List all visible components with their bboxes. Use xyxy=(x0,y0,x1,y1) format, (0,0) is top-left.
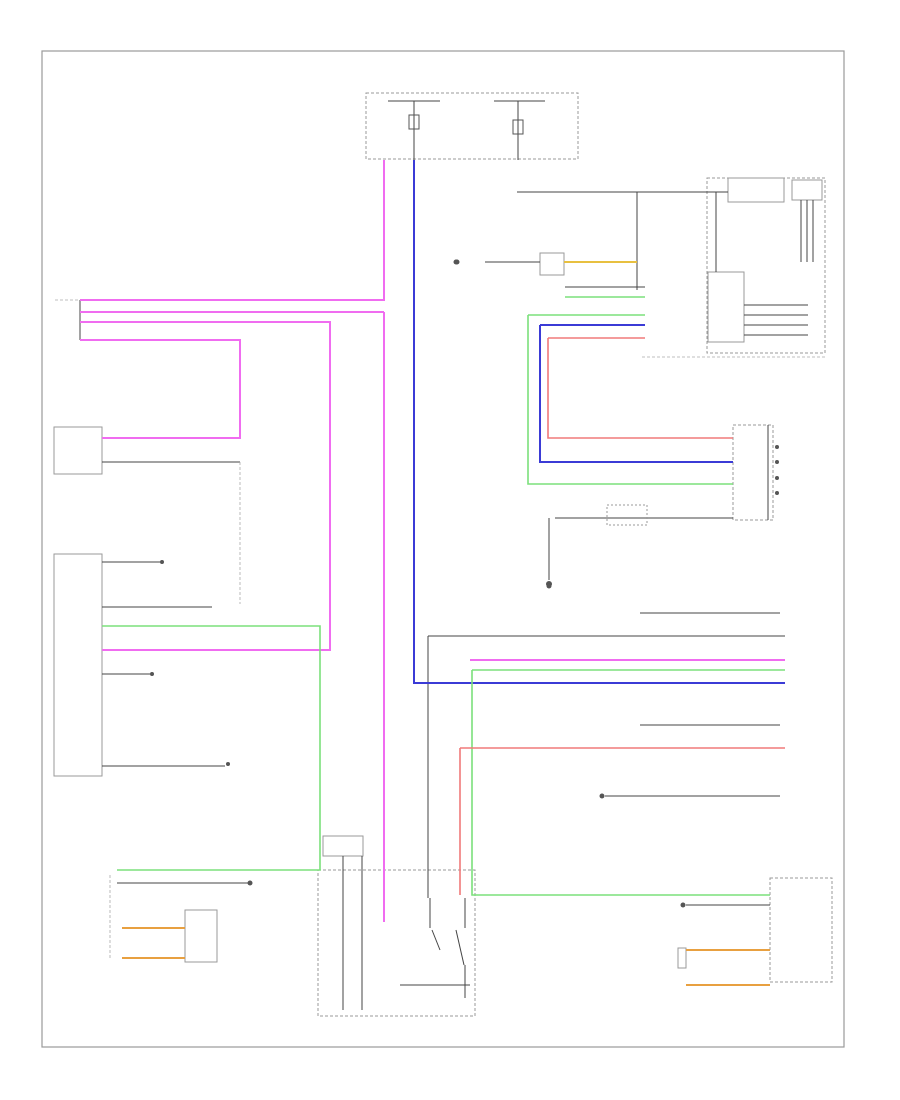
turn-signal-switch xyxy=(546,424,779,587)
wire-pink-group xyxy=(80,160,785,922)
diagram-border xyxy=(41,50,845,1048)
main-body-ecu xyxy=(53,553,230,777)
ground-symbol xyxy=(453,259,552,589)
steering-lock-switch xyxy=(317,635,785,1017)
wire-red-group xyxy=(459,337,785,895)
front-door-courtesy-switch-left xyxy=(599,612,833,986)
wire-blue-group xyxy=(413,160,785,684)
power-window-master-switch xyxy=(53,426,241,604)
wire-green-group xyxy=(102,314,785,896)
ignition-key-cylinder xyxy=(454,252,645,298)
combination-meter xyxy=(517,177,826,358)
fuse-block-top xyxy=(365,92,579,160)
front-door-courtesy-switch-right xyxy=(109,875,253,963)
left-front-door-lock-switch xyxy=(55,299,81,340)
